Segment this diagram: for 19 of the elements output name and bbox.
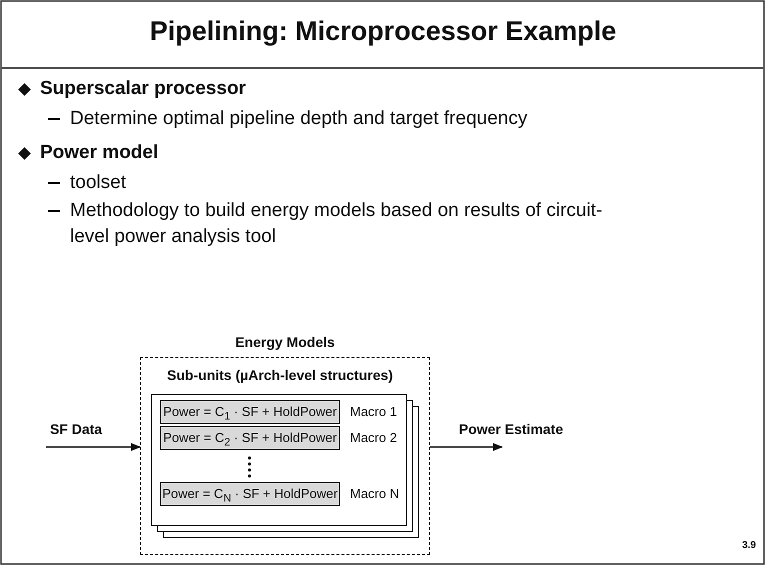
- input-label: SF Data: [36, 421, 116, 447]
- container-heading: Energy Models: [234, 334, 336, 350]
- sub-bullet-text: toolset: [70, 171, 127, 195]
- arrow: [430, 443, 503, 451]
- bullet-text: Power model: [40, 142, 160, 164]
- bullet-text: Superscalar processor: [40, 78, 247, 100]
- macro-label: Macro 1: [350, 404, 397, 419]
- macro-label: Macro 2: [350, 430, 397, 445]
- arrow: [46, 443, 141, 451]
- sub-bullet-text: Methodology to build energy models based on results of circuit-level power analysis tool: [70, 199, 604, 249]
- slide-title: Pipelining: Microprocessor Example: [148, 16, 618, 47]
- output-label: Power Estimate: [436, 421, 586, 447]
- formula-box: Power = C$_{1}$ · SF + HoldPower: [160, 400, 340, 424]
- formula-box: Power = C$_{2}$ · SF + HoldPower: [160, 426, 340, 450]
- sub-bullet-text: Determine optimal pipeline depth and target frequency: [70, 107, 528, 131]
- card-heading: Sub-units (µArch-level structures): [166, 367, 394, 383]
- macro-label: Macro N: [350, 486, 400, 501]
- formula-box: Power = C$_{N}$ · SF + HoldPower: [160, 482, 340, 506]
- page-number: 3.9: [742, 540, 756, 551]
